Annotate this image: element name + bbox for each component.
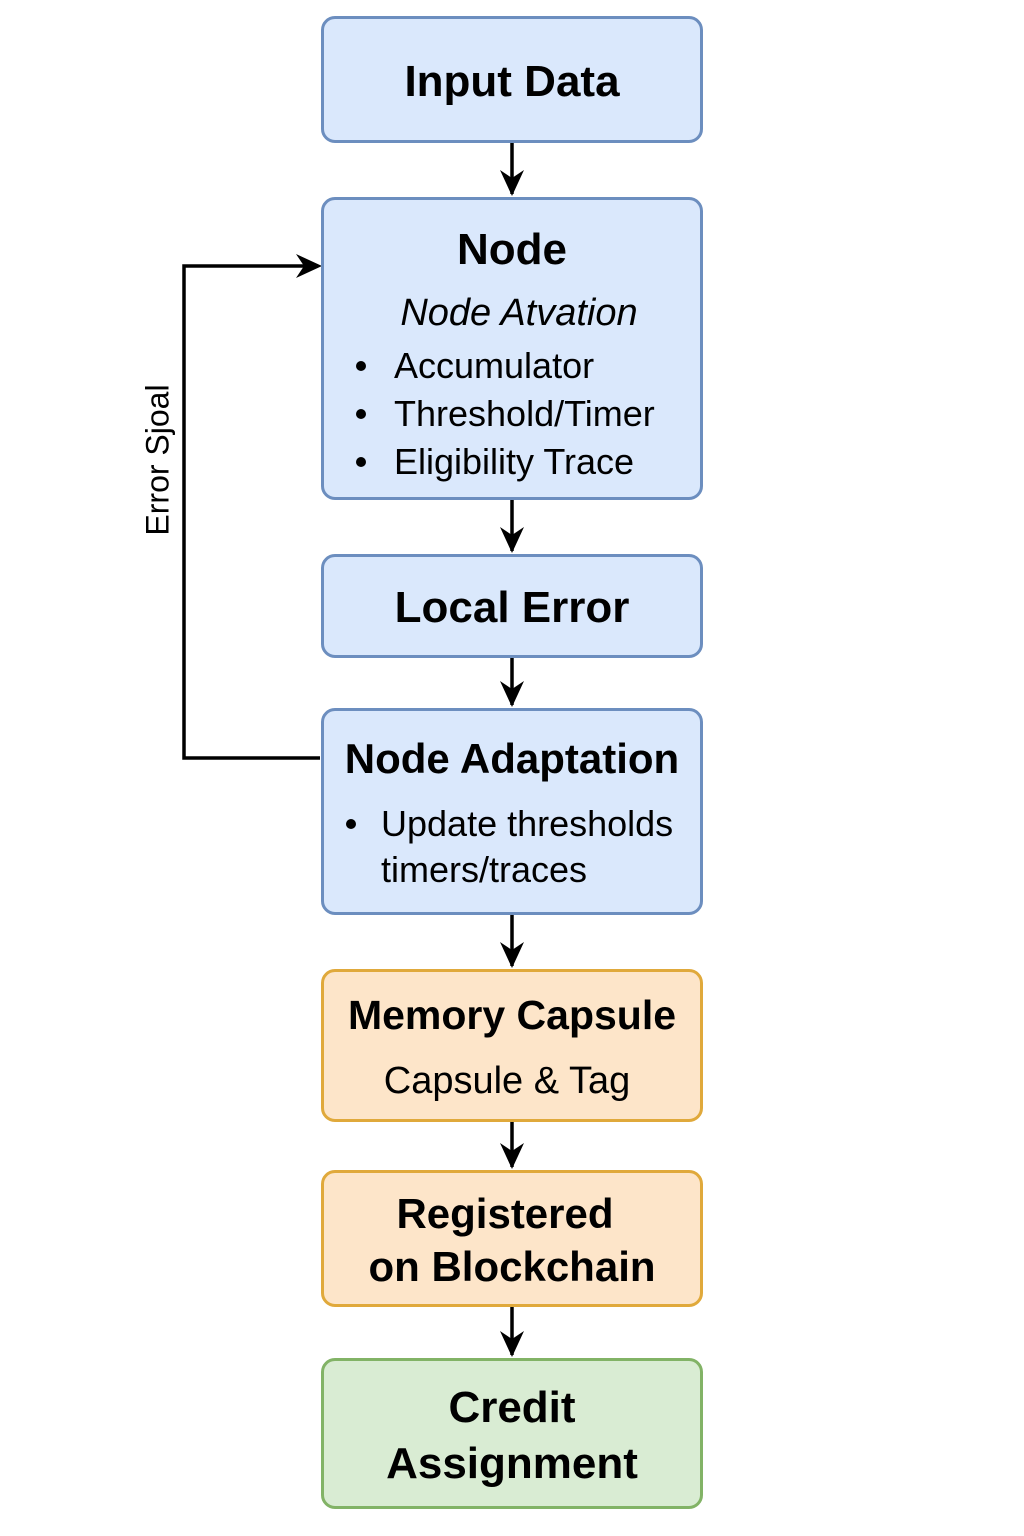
node-adaptation-item-line1: Update thresholds bbox=[381, 803, 674, 844]
blockchain-title-line2: on Blockchain bbox=[368, 1243, 656, 1290]
node-adaptation-title: Node Adaptation bbox=[344, 735, 680, 782]
node-subtitle: Node Atvation bbox=[400, 292, 638, 334]
node-feature-label: Eligibility Trace bbox=[394, 441, 635, 482]
node-feature-item: Accumulator bbox=[356, 342, 655, 390]
credit-assignment-box: Credit Assignment bbox=[321, 1358, 703, 1509]
bullet-dot-icon bbox=[346, 819, 356, 829]
node-box: Node Node Atvation Accumulator Threshold… bbox=[321, 197, 703, 500]
node-feature-item: Threshold/Timer bbox=[356, 390, 655, 438]
arrowhead-local-error-to-adaptation bbox=[500, 681, 524, 707]
bullet-dot-icon bbox=[356, 409, 366, 419]
node-feature-list: Accumulator Threshold/Timer Eligibility … bbox=[356, 342, 655, 486]
feedback-arrow-error-signal bbox=[182, 264, 320, 760]
memory-capsule-box: Memory Capsule Capsule & Tag bbox=[321, 969, 703, 1122]
bullet-dot-icon bbox=[356, 361, 366, 371]
arrowhead-blockchain-to-credit bbox=[500, 1331, 524, 1357]
memory-capsule-subtitle: Capsule & Tag bbox=[383, 1060, 631, 1102]
arrowhead-input-to-node bbox=[500, 170, 524, 196]
local-error-title: Local Error bbox=[394, 583, 630, 632]
error-signal-label: Error Sjoal bbox=[139, 384, 176, 536]
bullet-dot-icon bbox=[356, 457, 366, 467]
credit-title-line2: Assignment bbox=[386, 1439, 638, 1488]
node-feature-label: Threshold/Timer bbox=[394, 393, 655, 434]
credit-title-line1: Credit bbox=[448, 1383, 576, 1432]
arrowhead-memory-to-blockchain bbox=[500, 1143, 524, 1169]
blockchain-box: Registered on Blockchain bbox=[321, 1170, 703, 1307]
arrowhead-node-to-local-error bbox=[500, 527, 524, 553]
node-title: Node bbox=[457, 225, 567, 274]
arrowhead-adaptation-to-memory bbox=[500, 942, 524, 968]
node-adaptation-box: Node Adaptation Update thresholds timers… bbox=[321, 708, 703, 915]
memory-capsule-title: Memory Capsule bbox=[347, 992, 677, 1038]
input-data-title: Input Data bbox=[404, 57, 620, 106]
blockchain-title-line1: Registered bbox=[396, 1190, 614, 1237]
node-feature-label: Accumulator bbox=[394, 345, 595, 386]
local-error-box: Local Error bbox=[321, 554, 703, 658]
node-adaptation-item-line2: timers/traces bbox=[381, 849, 588, 890]
arrowhead-feedback-to-node bbox=[296, 254, 322, 278]
input-data-box: Input Data bbox=[321, 16, 703, 143]
node-feature-item: Eligibility Trace bbox=[356, 438, 655, 486]
